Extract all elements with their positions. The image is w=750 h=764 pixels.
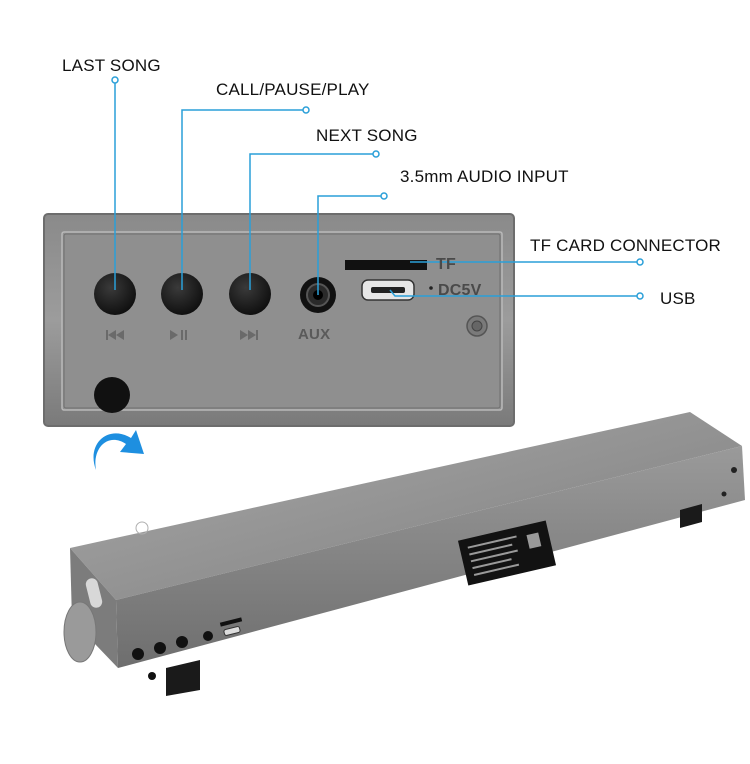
prev-track-icon (106, 330, 124, 340)
play-pause-button (161, 273, 203, 315)
next-song-button (229, 273, 271, 315)
last-song-button (94, 273, 136, 315)
next-song-label: NEXT SONG (316, 126, 418, 145)
callout-lines (114, 80, 640, 297)
callout-dots (111, 76, 644, 300)
tf-card-label: TF CARD CONNECTOR (530, 236, 722, 255)
usb-port (361, 279, 415, 301)
aux-marking: AUX (298, 326, 331, 343)
button-glyphs (106, 330, 258, 340)
tf-card-slot (345, 260, 427, 270)
last-song-label: LAST SONG (62, 56, 161, 75)
audio-input-label: 3.5mm AUDIO INPUT (400, 167, 569, 186)
next-track-icon (240, 330, 258, 340)
panel-hole (94, 377, 130, 413)
soundbar-body (63, 412, 745, 696)
play-pause-icon (170, 330, 187, 340)
tf-marking: TF (436, 256, 456, 273)
curved-arrow-icon (93, 430, 144, 470)
call-pause-play-label: CALL/PAUSE/PLAY (216, 80, 370, 99)
dc5v-marking: DC5V (438, 282, 482, 299)
usb-label: USB (660, 289, 696, 308)
screw-icon (466, 315, 488, 337)
